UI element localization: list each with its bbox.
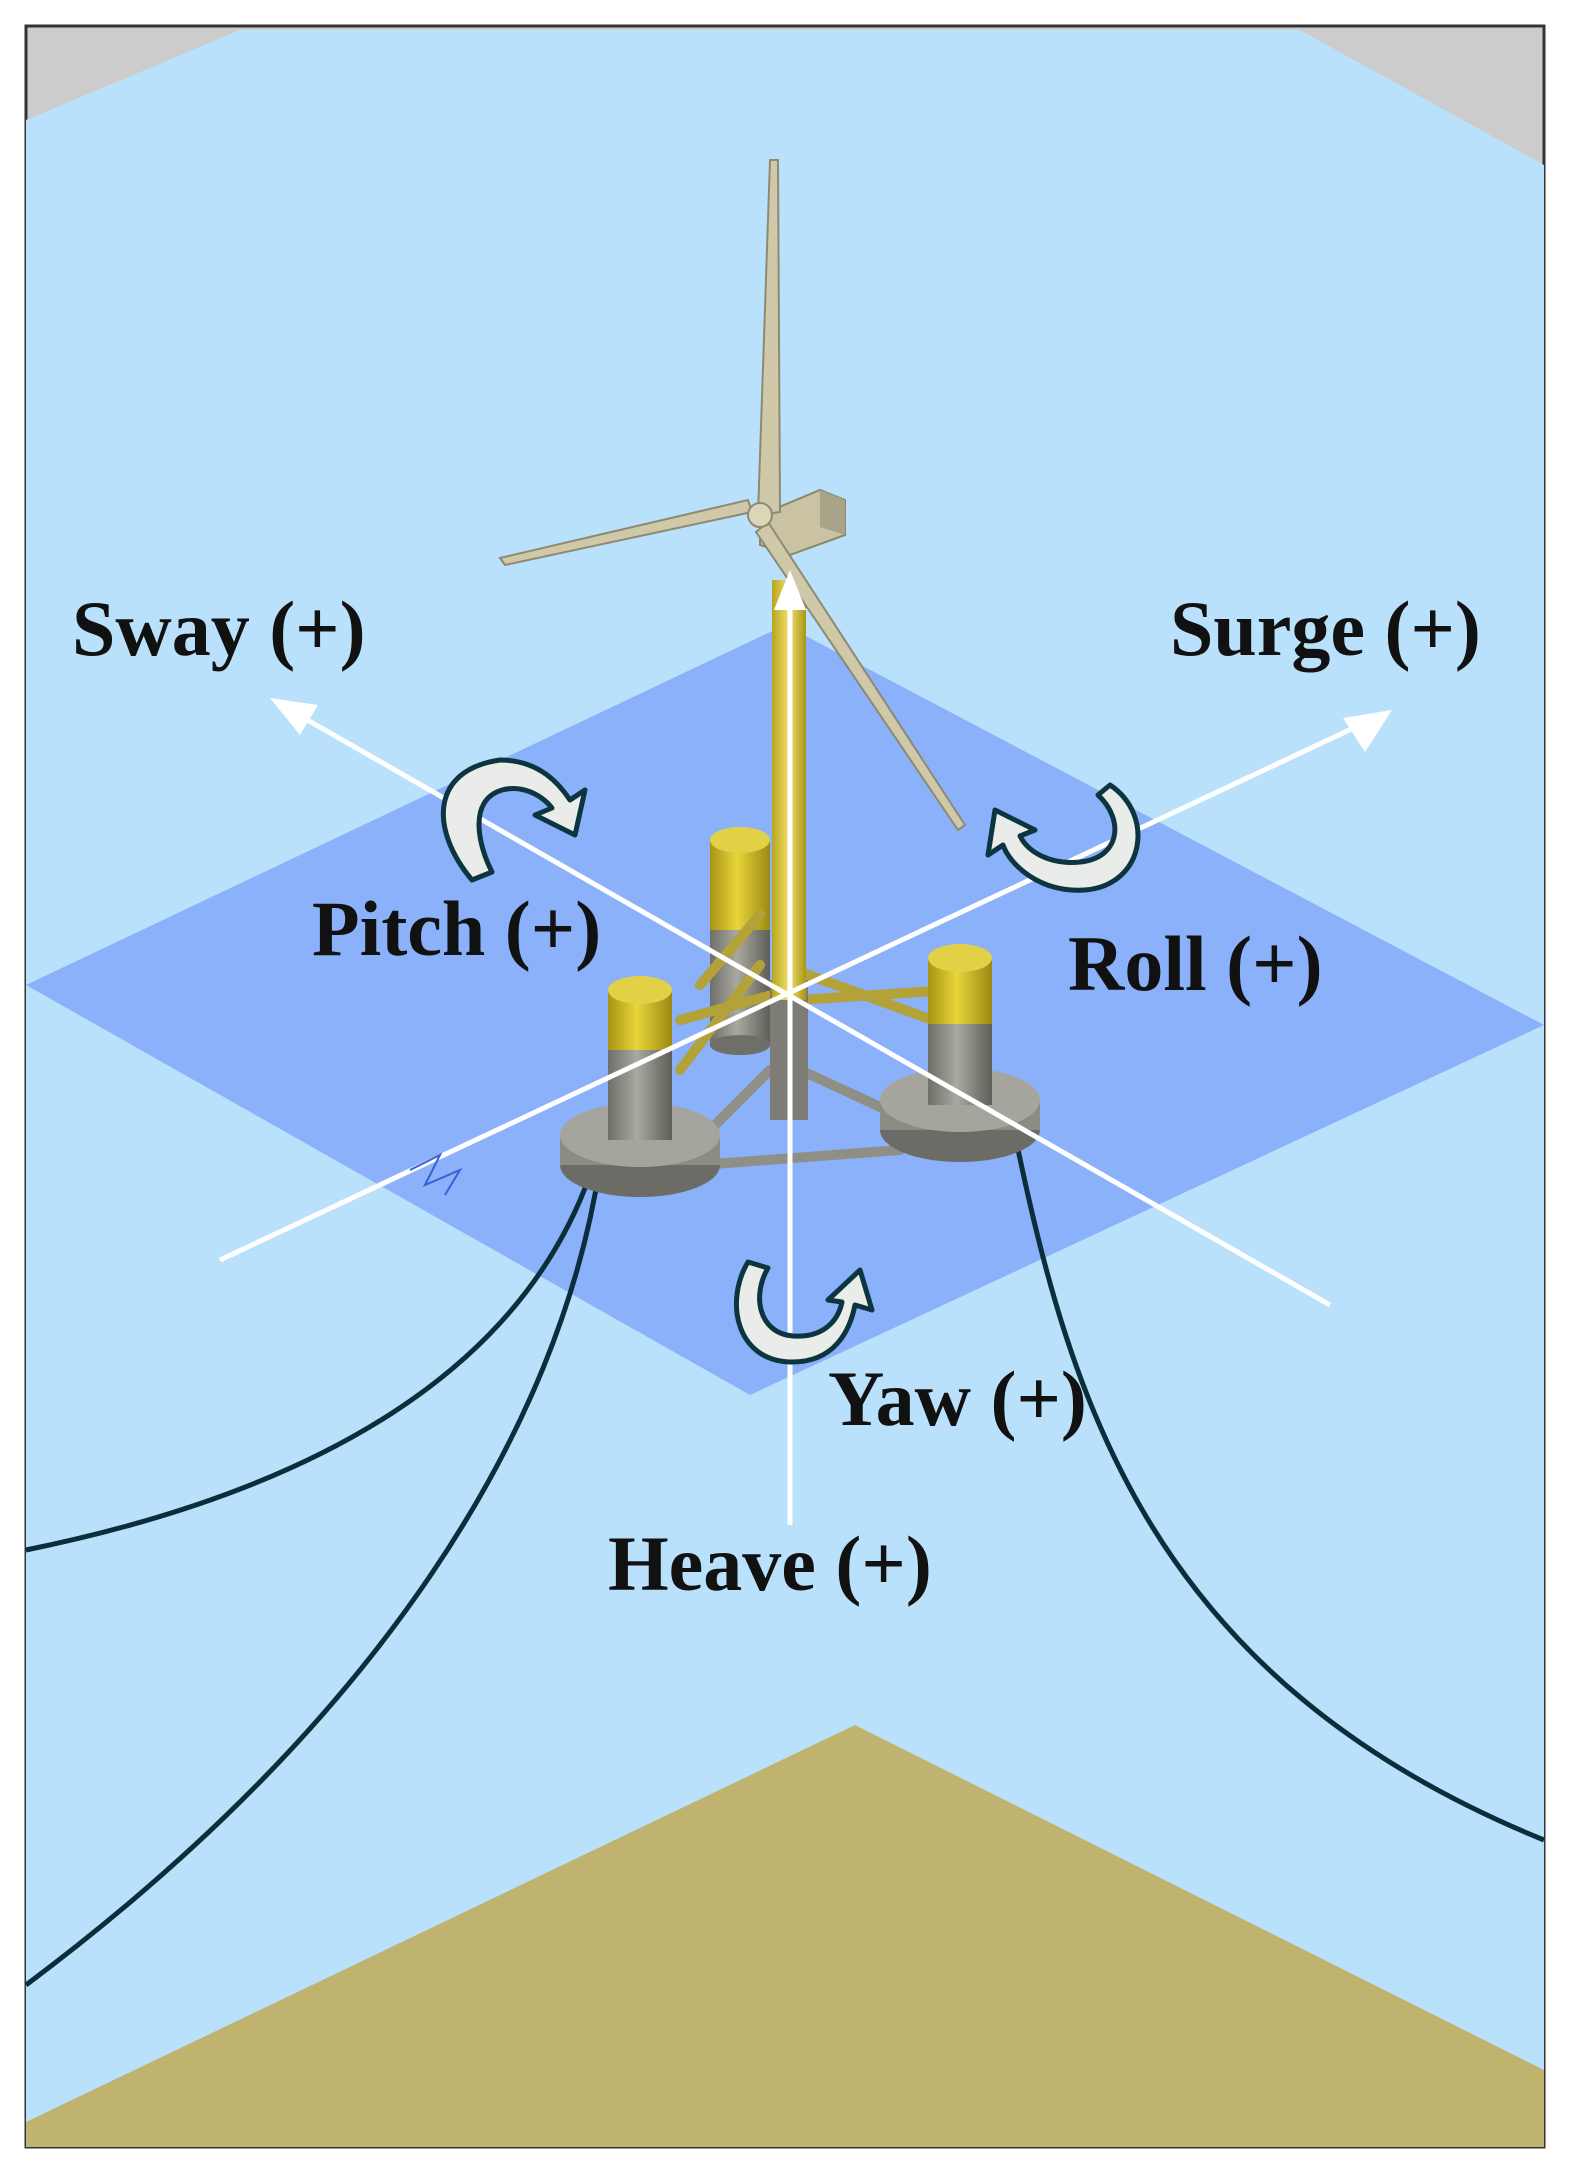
- curved-arrow-icon: [440, 757, 588, 883]
- sway-label: Sway (+): [72, 585, 366, 672]
- seabed: [26, 1725, 1544, 2147]
- yaw-label: Yaw (+): [828, 1355, 1087, 1442]
- heave-arrowhead: [774, 570, 806, 610]
- heave-label: Heave (+): [608, 1520, 932, 1607]
- mooring-line-left-upper: [25, 1174, 593, 1553]
- origin-glyph: [409, 1152, 463, 1196]
- pitch-rotation-arrow: [440, 757, 588, 883]
- column-left: [560, 976, 720, 1197]
- blade-right: [754, 520, 967, 832]
- mooring-line-right: [1012, 1134, 1545, 1843]
- blade-left: [498, 498, 754, 567]
- yaw-rotation-arrow: [733, 1259, 875, 1365]
- roll-rotation-arrow: [985, 782, 1141, 893]
- roll-label: Roll (+): [1068, 920, 1323, 1007]
- pitch-label: Pitch (+): [312, 885, 601, 972]
- sway-arrowhead: [270, 698, 318, 735]
- mooring-lines: [24, 1134, 1545, 1988]
- curved-arrow-icon: [985, 782, 1141, 893]
- mooring-line-left-lower: [24, 1164, 603, 1988]
- nacelle: [759, 488, 846, 557]
- rotor-hub: [747, 502, 773, 528]
- surge-arrowhead: [1343, 710, 1392, 752]
- rotor-blades: [498, 159, 967, 832]
- curved-arrow-icon: [733, 1259, 875, 1365]
- surge-label: Surge (+): [1170, 585, 1481, 672]
